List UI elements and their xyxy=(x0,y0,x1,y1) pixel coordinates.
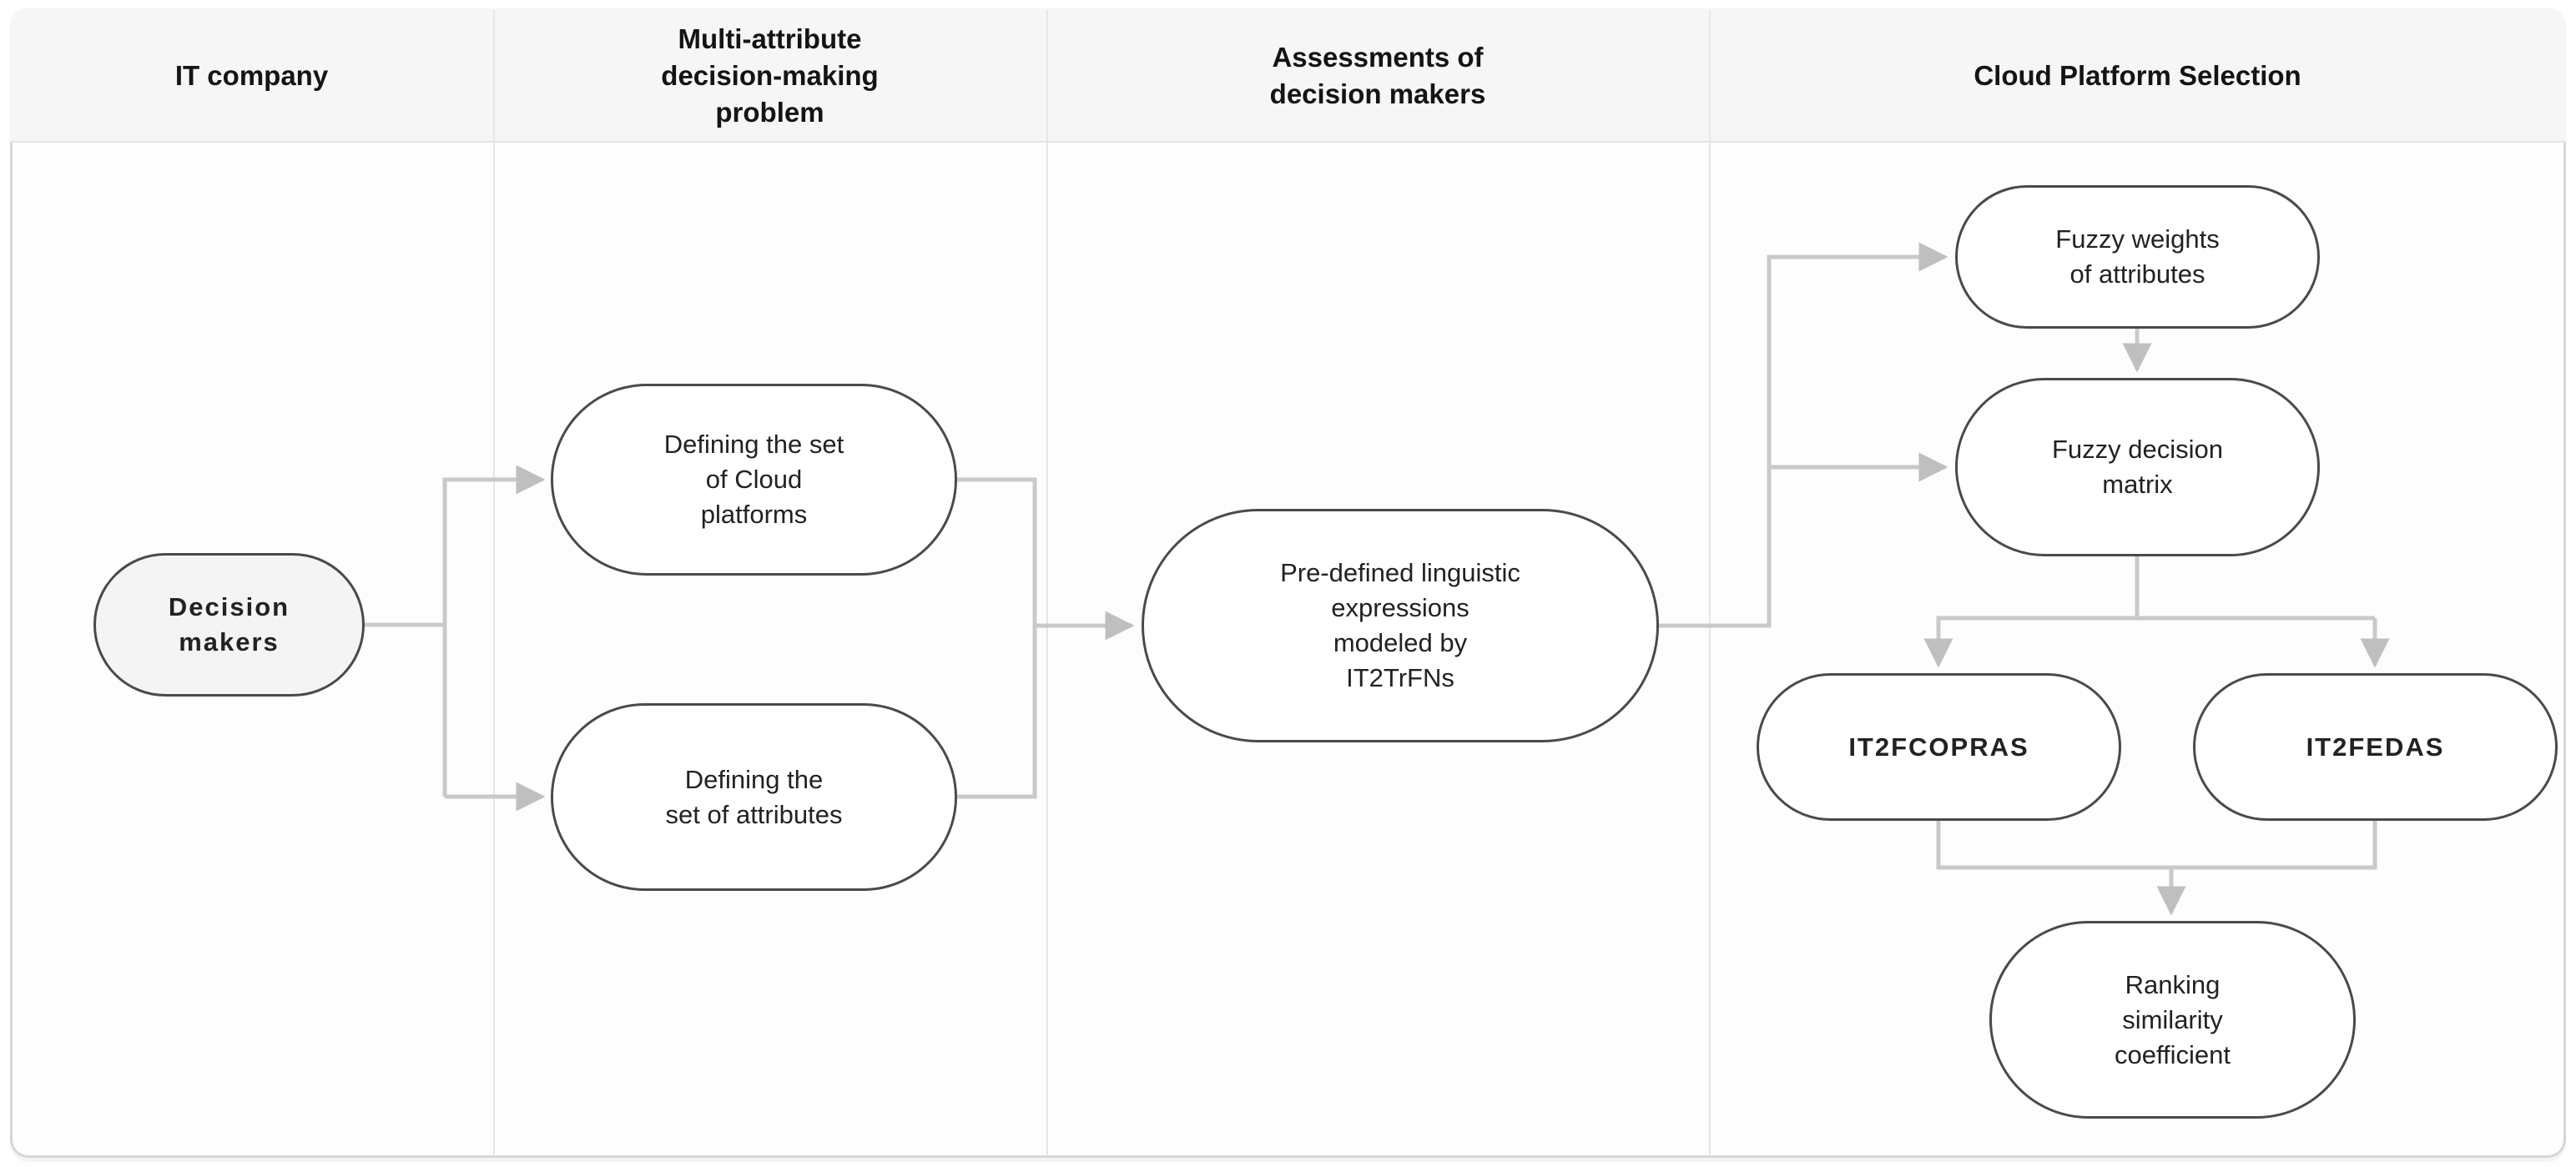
node-predefined-linguistic: Pre-defined linguistic expressions model… xyxy=(1142,509,1659,742)
node-fuzzy-decision-matrix: Fuzzy decision matrix xyxy=(1955,378,2320,556)
lane-divider-2 xyxy=(1046,10,1048,1156)
node-ranking-similarity: Ranking similarity coefficient xyxy=(1989,921,2356,1119)
lane-header-madm-problem: Multi-attribute decision-making problem xyxy=(661,23,879,128)
lane-divider-1 xyxy=(493,10,495,1156)
lane-divider-3 xyxy=(1709,10,1711,1156)
lane-header-assessments: Assessments of decision makers xyxy=(1269,41,1486,109)
node-fuzzy-weights: Fuzzy weights of attributes xyxy=(1955,185,2320,329)
node-defining-cloud-platforms: Defining the set of Cloud platforms xyxy=(551,384,957,576)
swimlane-header-strip xyxy=(10,8,2566,143)
node-it2fedas: IT2FEDAS xyxy=(2193,673,2558,821)
lane-header-cloud-selection: Cloud Platform Selection xyxy=(1974,59,2301,91)
node-decision-makers: Decision makers xyxy=(93,553,365,697)
node-defining-attributes: Defining the set of attributes xyxy=(551,703,957,891)
node-it2fcopras: IT2FCOPRAS xyxy=(1757,673,2121,821)
lane-header-it-company: IT company xyxy=(174,59,329,91)
